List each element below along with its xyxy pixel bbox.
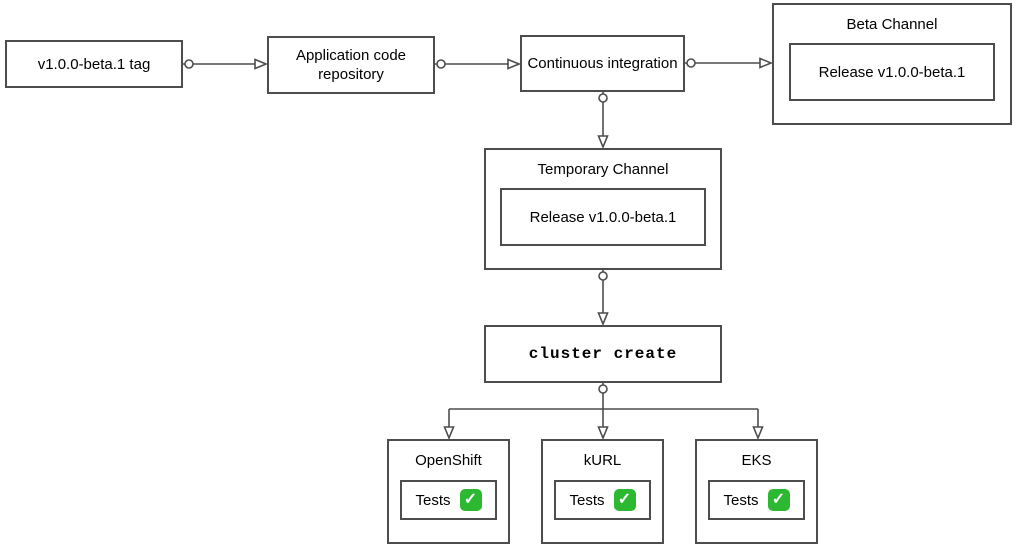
node-cluster-openshift: OpenShift Tests ✓: [387, 439, 510, 544]
edge-repo-to-ci: [435, 58, 522, 70]
temporary-channel-release-box: Release v1.0.0-beta.1: [500, 188, 706, 246]
continuous-integration-label: Continuous integration: [527, 55, 678, 72]
beta-channel-title: Beta Channel: [846, 16, 938, 33]
node-cluster-eks: EKS Tests ✓: [695, 439, 818, 544]
check-mark-icon: ✓: [459, 489, 482, 511]
edge-ci-to-temporary-channel: [597, 92, 609, 150]
node-continuous-integration: Continuous integration: [520, 35, 685, 92]
edge-ci-to-beta-channel: [685, 57, 774, 69]
eks-tests-box: Tests ✓: [708, 480, 805, 520]
version-tag-label: v1.0.0-beta.1 tag: [37, 55, 151, 73]
kurl-tests-box: Tests ✓: [554, 480, 651, 520]
node-cluster-kurl: kURL Tests ✓: [541, 439, 664, 544]
openshift-title: OpenShift: [415, 452, 482, 469]
temporary-channel-title: Temporary Channel: [537, 161, 669, 178]
beta-channel-release-box: Release v1.0.0-beta.1: [789, 43, 995, 101]
check-mark-icon: ✓: [613, 489, 636, 511]
cluster-create-label: cluster create: [528, 344, 678, 363]
eks-title: EKS: [741, 452, 772, 469]
app-code-repository-label: Application code repository: [295, 47, 407, 83]
temporary-channel-release-label: Release v1.0.0-beta.1: [529, 208, 677, 226]
openshift-tests-box: Tests ✓: [400, 480, 497, 520]
edge-tag-to-repo: [183, 58, 269, 70]
openshift-tests-label: Tests: [415, 491, 451, 509]
node-version-tag: v1.0.0-beta.1 tag: [5, 40, 183, 88]
node-beta-channel: Beta Channel Release v1.0.0-beta.1: [772, 3, 1012, 125]
kurl-title: kURL: [583, 452, 622, 469]
beta-channel-release-label: Release v1.0.0-beta.1: [818, 63, 966, 81]
node-cluster-create: cluster create: [484, 325, 722, 383]
check-mark-icon: ✓: [767, 489, 790, 511]
eks-tests-label: Tests: [723, 491, 759, 509]
kurl-tests-label: Tests: [569, 491, 605, 509]
edge-cluster-create-to-clusters: [443, 383, 764, 441]
edge-temporary-channel-to-cluster-create: [597, 270, 609, 327]
node-app-code-repository: Application code repository: [267, 36, 435, 94]
node-temporary-channel: Temporary Channel Release v1.0.0-beta.1: [484, 148, 722, 270]
check-glyph: ✓: [463, 491, 478, 508]
check-glyph: ✓: [771, 491, 786, 508]
check-glyph: ✓: [617, 491, 632, 508]
